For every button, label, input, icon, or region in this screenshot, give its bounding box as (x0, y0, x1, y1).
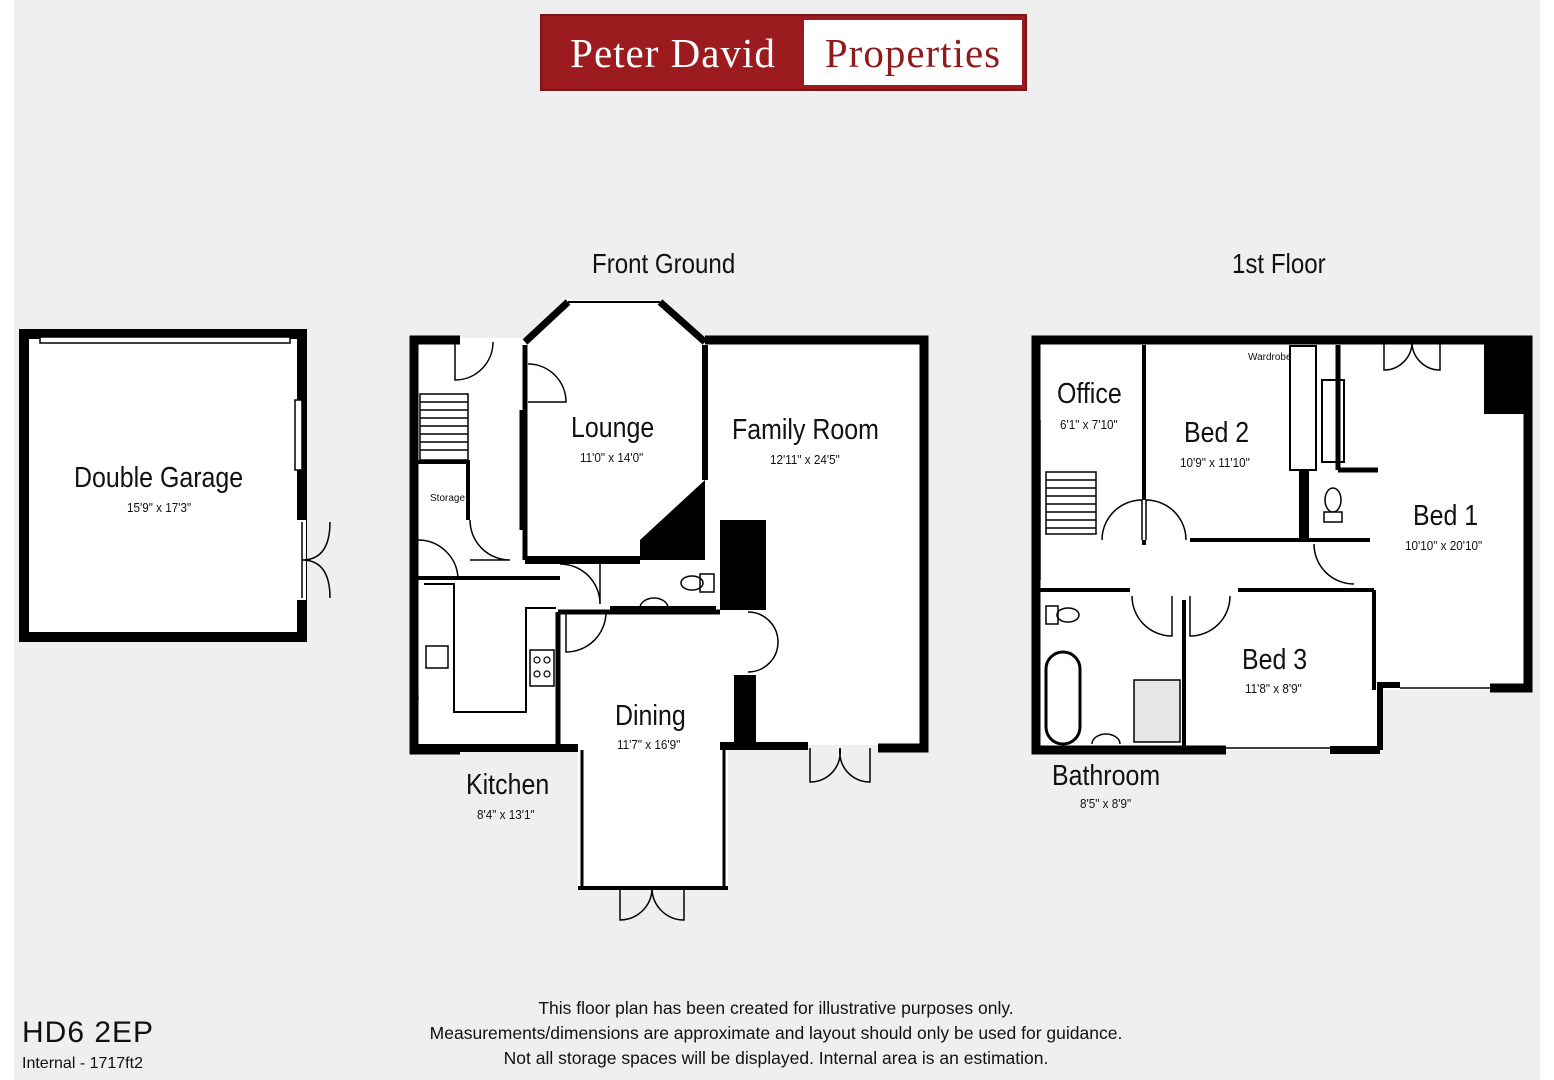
room-name-bathroom: Bathroom (1052, 760, 1161, 792)
room-dims-bed1: 10'10" x 20'10" (1405, 538, 1483, 553)
wardrobe-label: Wardrobe (1248, 352, 1292, 363)
room-dims-office: 6'1" x 7'10" (1060, 417, 1118, 432)
floor-label-first: 1st Floor (1232, 248, 1326, 279)
room-name-family: Family Room (732, 414, 879, 446)
room-name-bed3: Bed 3 (1242, 644, 1308, 676)
room-name-storage: Storage (430, 493, 466, 504)
room-dims-kitchen: 8'4" x 13'1" (477, 807, 535, 822)
brand-logo: Peter David Properties (540, 14, 1027, 91)
garage-plan (19, 329, 331, 642)
postcode: HD6 2EP (22, 1016, 155, 1049)
disclaimer-line: Not all storage spaces will be displayed… (503, 1048, 1049, 1068)
room-dims-bed2: 10'9" x 11'10" (1180, 455, 1250, 470)
room-name-lounge: Lounge (571, 412, 655, 444)
room-dims-family: 12'11" x 24'5" (770, 452, 840, 467)
room-name-bed1: Bed 1 (1413, 500, 1479, 532)
room-name-kitchen: Kitchen (466, 769, 550, 801)
room-name-office: Office (1057, 378, 1122, 410)
room-dims-dining: 11'7" x 16'9" (617, 737, 681, 752)
ground-floor-plan (409, 299, 929, 921)
internal-area: Internal - 1717ft2 (22, 1055, 143, 1072)
room-dims-garage: 15'9" x 17'3" (127, 500, 192, 515)
disclaimer: This floor plan has been created for ill… (340, 996, 1212, 1071)
first-floor-plan (1031, 335, 1533, 755)
disclaimer-line: Measurements/dimensions are approximate … (429, 1023, 1123, 1043)
room-dims-bed3: 11'8" x 8'9" (1245, 681, 1302, 696)
room-name-dining: Dining (615, 700, 686, 732)
room-name-bed2: Bed 2 (1184, 417, 1250, 449)
brand-name-right: Properties (804, 20, 1022, 85)
room-dims-bathroom: 8'5" x 8'9" (1080, 796, 1132, 811)
disclaimer-line: This floor plan has been created for ill… (538, 998, 1014, 1018)
brand-name-left: Peter David (570, 29, 776, 76)
room-dims-lounge: 11'0" x 14'0" (580, 450, 644, 465)
floor-label-ground: Front Ground (592, 248, 736, 279)
room-name-garage: Double Garage (74, 462, 244, 494)
